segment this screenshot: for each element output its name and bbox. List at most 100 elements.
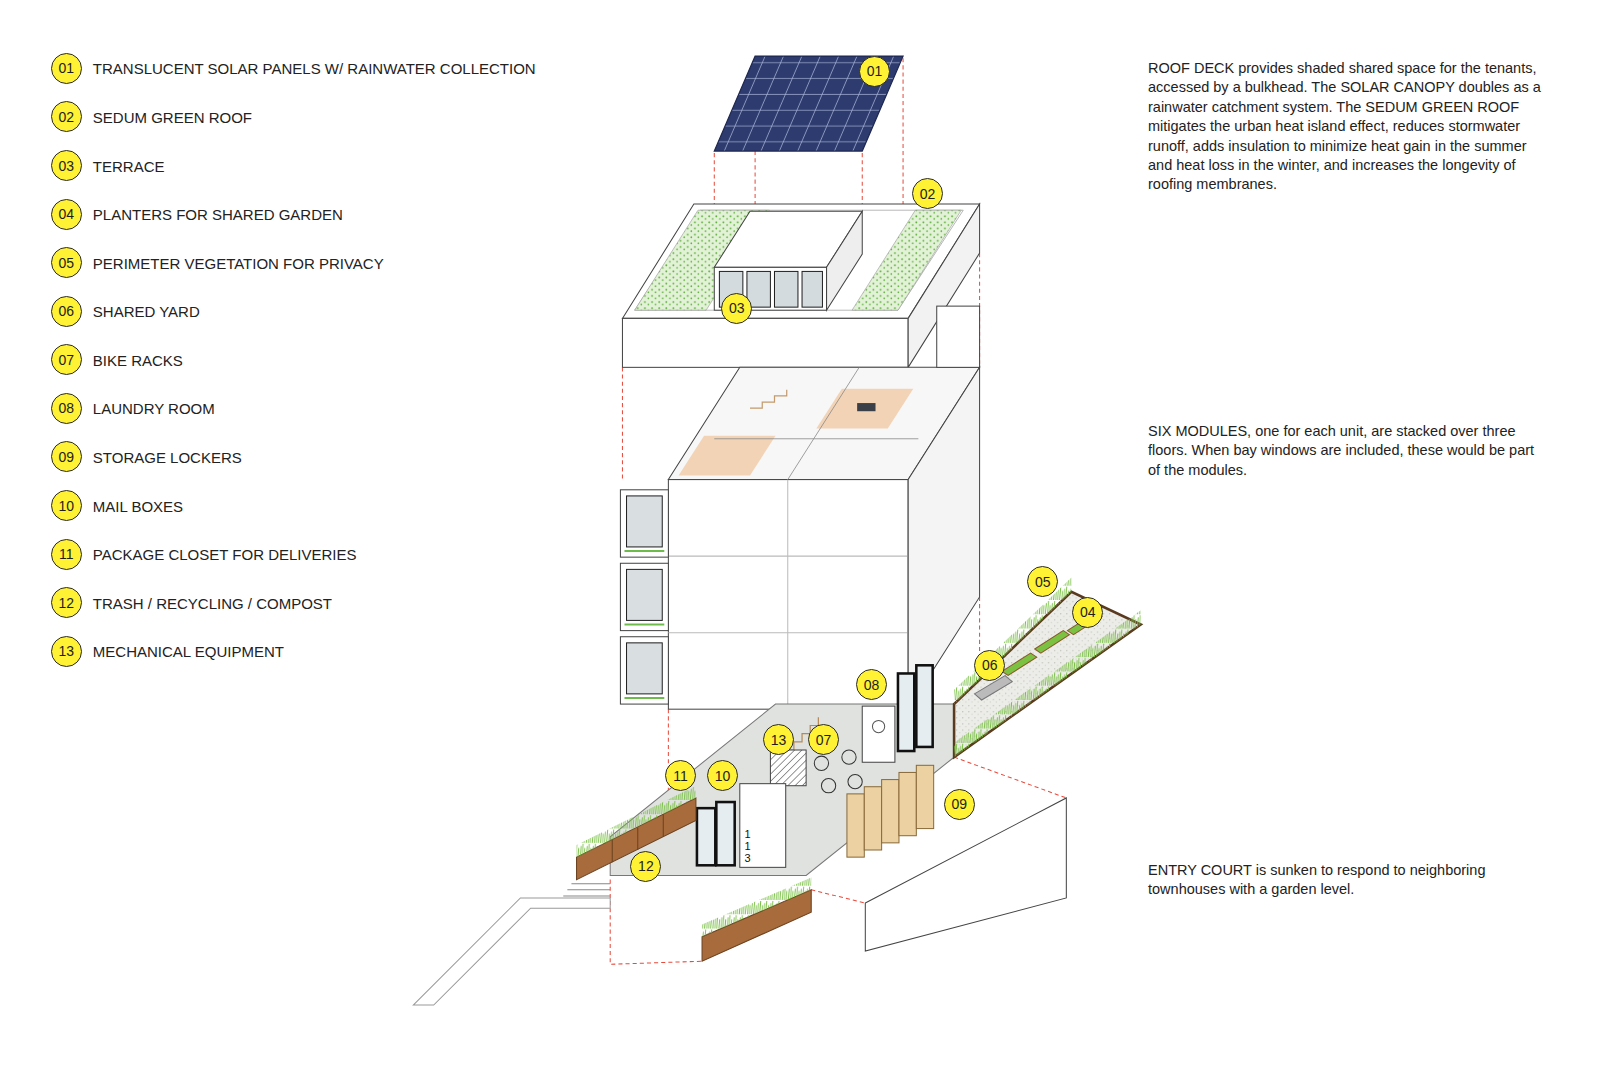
annotation-note: SIX MODULES, one for each unit, are stac… (1148, 422, 1543, 480)
module-stack (816, 389, 913, 429)
callout-circle: 10 (707, 760, 738, 791)
callout-number: 10 (715, 769, 731, 783)
planter (577, 786, 812, 962)
callout-circle: 11 (665, 760, 696, 791)
callout-number: 06 (982, 658, 998, 672)
module-stack (668, 306, 979, 709)
module-stack (908, 367, 979, 709)
callout-circle: 01TRANSLUCENT SOLAR PANELS W/ RAINWATER … (51, 53, 82, 84)
bay-window (620, 490, 668, 557)
callout-number: 13 (771, 733, 787, 747)
module-stack (668, 480, 908, 710)
callout-number: 12 (638, 859, 654, 873)
callout-circle: 01 (859, 56, 890, 87)
yard (1035, 631, 1070, 653)
ground-floor (862, 706, 895, 762)
callout-circle: 02SEDUM GREEN ROOF (51, 101, 82, 132)
storage-locker (847, 794, 864, 857)
legend-text: MAIL BOXES (93, 497, 183, 514)
sedum-roof (852, 210, 961, 310)
bike-rack (848, 774, 862, 788)
bay-window (620, 563, 668, 630)
callout-circle: 02 (912, 178, 943, 209)
storage-locker (882, 780, 899, 843)
legend-text: TERRACE (93, 157, 165, 174)
module-stack (668, 480, 908, 710)
yard (1002, 653, 1037, 675)
callout-circle: 04 (1072, 597, 1103, 628)
ground-floor (697, 808, 715, 865)
callout-circle: 08LAUNDRY ROOM (51, 393, 82, 424)
callout-circle: 03 (721, 293, 752, 324)
callout-number: 07 (59, 353, 75, 367)
bulkhead (802, 271, 822, 307)
module-stack (750, 390, 787, 408)
bay-window (627, 643, 663, 694)
yard (954, 592, 1141, 757)
callout-circle: 13MECHANICAL EQUIPMENT (51, 636, 82, 667)
planter (577, 786, 696, 857)
callout-number: 11 (673, 769, 688, 783)
sidewalk (413, 884, 610, 1005)
module-stack (679, 436, 776, 476)
legend-text: SHARED YARD (93, 303, 200, 320)
callout-circle: 03TERRACE (51, 150, 82, 181)
callout-number: 02 (59, 110, 75, 124)
bay-window (620, 490, 668, 704)
legend-text: BIKE RACKS (93, 351, 183, 368)
storage-locker (864, 787, 881, 850)
callout-circle: 12TRASH / RECYCLING / COMPOST (51, 587, 82, 618)
callout-number: 04 (59, 207, 75, 221)
ground-floor (740, 784, 786, 868)
callout-number: 05 (59, 256, 75, 270)
roof-deck (622, 204, 979, 367)
legend-text: SEDUM GREEN ROOF (93, 108, 252, 125)
bike-rack (814, 750, 862, 793)
bay-window (624, 623, 664, 625)
callout-circle: 06 (974, 650, 1005, 681)
callout-circle: 13 (763, 724, 794, 755)
axonometric-drawing (413, 56, 1141, 1005)
callout-circle: 04PLANTERS FOR SHARED GARDEN (51, 199, 82, 230)
ground-floor (610, 665, 954, 875)
ground-floor (716, 802, 734, 865)
ground-floor (770, 750, 806, 786)
callout-circle: 07 (808, 724, 839, 755)
module-stack (937, 306, 980, 367)
callout-number: 09 (951, 797, 967, 811)
annotation-note: ROOF DECK provides shaded shared space f… (1148, 59, 1543, 195)
callout-circle: 09STORAGE LOCKERS (51, 441, 82, 472)
callout-number: 13 (59, 644, 75, 658)
bay-window (627, 496, 663, 547)
callout-circle: 06SHARED YARD (51, 296, 82, 327)
storage-locker (899, 772, 916, 835)
callout-circle: 08 (856, 669, 887, 700)
bike-rack (821, 779, 835, 793)
callout-number: 03 (729, 301, 745, 315)
annotation-note: ENTRY COURT is sunken to respond to neig… (1148, 861, 1543, 900)
bay-window (624, 697, 664, 699)
callout-number: 08 (864, 678, 880, 692)
bike-rack (842, 750, 856, 764)
yard (954, 578, 1141, 758)
module-stack (714, 367, 918, 479)
yard (954, 610, 1141, 757)
sidewalk (413, 898, 610, 1005)
legend-text: LAUNDRY ROOM (93, 400, 215, 417)
bay-window (624, 550, 664, 552)
legend-text: PLANTERS FOR SHARED GARDEN (93, 206, 343, 223)
ground-floor (898, 673, 914, 751)
callout-number: 09 (59, 450, 75, 464)
callout-circle: 05PERIMETER VEGETATION FOR PRIVACY (51, 247, 82, 278)
bay-window (627, 569, 663, 620)
ground-floor (916, 665, 932, 747)
bulkhead (774, 271, 797, 307)
callout-number: 02 (920, 187, 936, 201)
legend-text: STORAGE LOCKERS (93, 448, 242, 465)
solar-canopy (714, 56, 903, 151)
legend-text: PACKAGE CLOSET FOR DELIVERIES (93, 546, 357, 563)
storage-locker (916, 765, 933, 828)
ground-floor (872, 720, 884, 732)
planter (702, 878, 811, 937)
callout-circle: 12 (630, 851, 661, 882)
